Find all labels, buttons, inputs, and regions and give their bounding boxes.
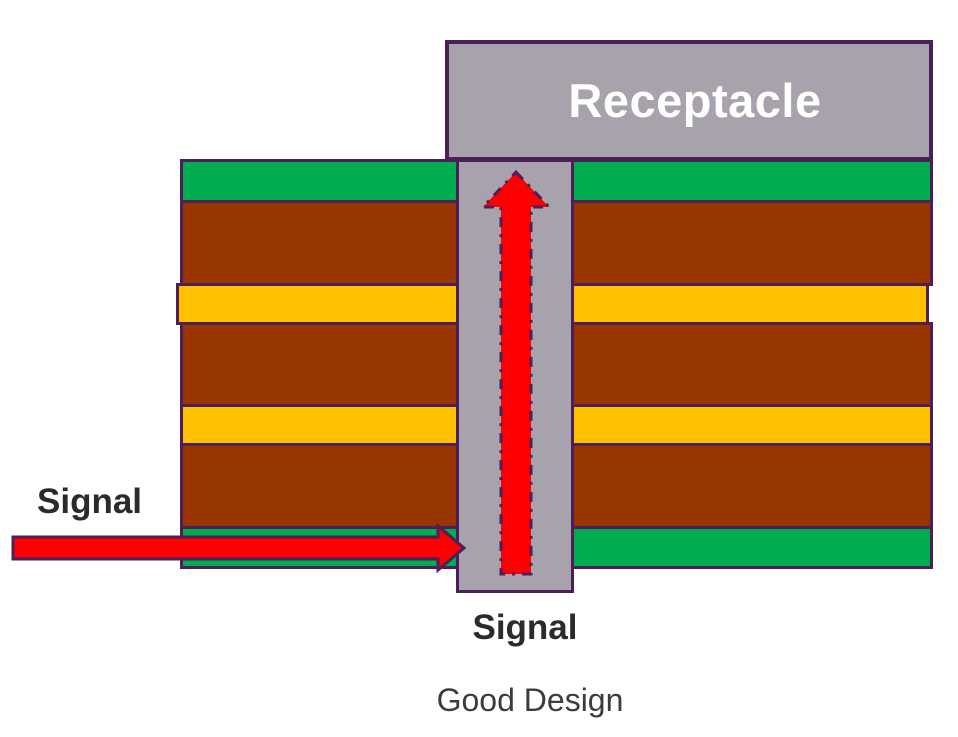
receptacle-box: Receptacle [445,40,933,161]
signal-label-bottom: Signal [472,608,578,647]
via-barrel [456,159,574,593]
receptacle-label: Receptacle [568,74,822,127]
signal-label-left: Signal [37,482,143,521]
caption-good-design: Good Design [436,682,624,718]
